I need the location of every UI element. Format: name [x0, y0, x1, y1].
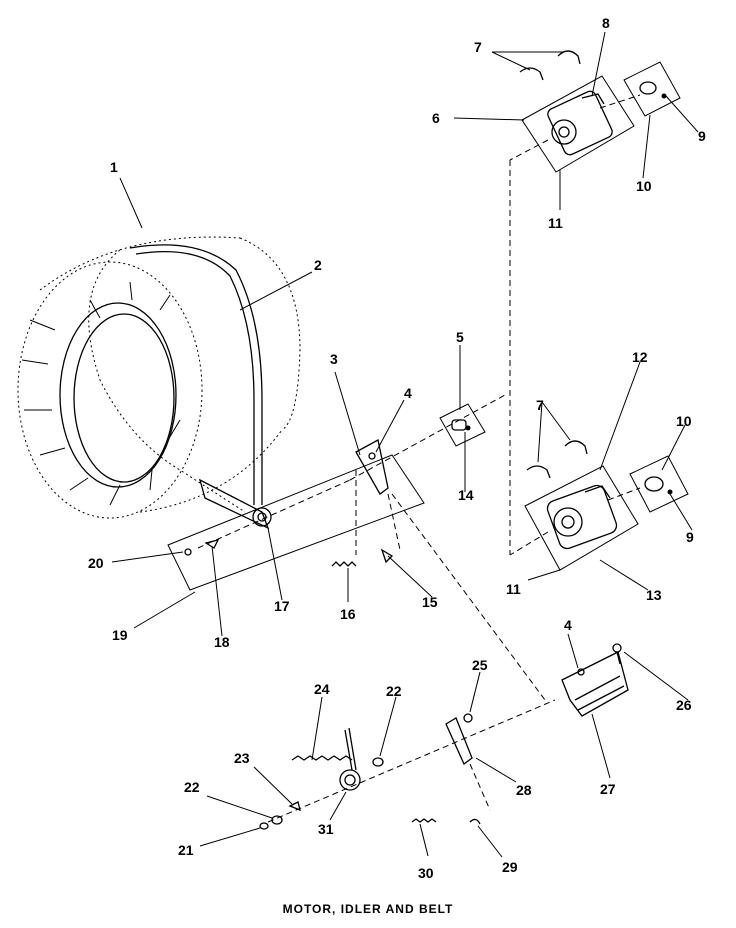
- callout-7-lower: 7: [536, 397, 544, 413]
- motor-top: [509, 50, 641, 555]
- callout-25: 25: [472, 657, 488, 673]
- clip-18: [204, 539, 220, 549]
- drum: [17, 236, 301, 519]
- screw-20: [184, 548, 192, 556]
- callout-4-lower: 4: [564, 617, 572, 633]
- callout-20: 20: [88, 555, 104, 571]
- callout-16: 16: [340, 606, 356, 622]
- callout-5: 5: [456, 329, 464, 345]
- pulley-5: [439, 403, 486, 447]
- callout-31: 31: [318, 821, 334, 837]
- base-plate-19: [167, 394, 506, 591]
- callout-8: 8: [602, 15, 610, 31]
- callout-14: 14: [458, 487, 474, 503]
- callout-3: 3: [330, 351, 338, 367]
- callout-18: 18: [214, 634, 230, 650]
- callout-26: 26: [676, 697, 692, 713]
- pulley-10-bottom: [629, 455, 689, 513]
- callout-19: 19: [112, 627, 128, 643]
- callout-11: 11: [548, 215, 563, 231]
- callout-30: 30: [418, 865, 434, 881]
- callout-10: 10: [636, 178, 652, 194]
- callout-11-lower: 11: [506, 581, 521, 597]
- bracket-3: [355, 439, 401, 555]
- callout-9-lower: 9: [686, 529, 694, 545]
- callout-15: 15: [422, 594, 438, 610]
- callout-13: 13: [646, 587, 662, 603]
- pulley-10-top: [623, 61, 681, 117]
- callout-7: 7: [474, 39, 482, 55]
- spring-16: [331, 561, 357, 567]
- callout-1: 1: [110, 159, 118, 175]
- callout-24: 24: [314, 681, 330, 697]
- callout-17: 17: [274, 598, 290, 614]
- callout-9: 9: [698, 128, 706, 144]
- callout-6: 6: [432, 110, 440, 126]
- callout-23: 23: [234, 750, 250, 766]
- leader-lines: [111, 31, 699, 858]
- idler-assembly: [259, 643, 629, 830]
- callout-21: 21: [178, 842, 194, 858]
- callout-28: 28: [516, 782, 532, 798]
- callout-29: 29: [502, 859, 518, 875]
- callout-22-upper: 22: [386, 683, 402, 699]
- callout-labels: 1 2 3 4 5 6 7 8 9 10 11 12 13 14 15 16 1…: [88, 15, 706, 881]
- pin-15: [380, 548, 394, 564]
- diagram-caption: MOTOR, IDLER AND BELT: [283, 902, 454, 916]
- callout-27: 27: [600, 781, 616, 797]
- callout-12: 12: [632, 349, 648, 365]
- callout-2: 2: [314, 257, 322, 273]
- callout-4: 4: [404, 385, 412, 401]
- callout-22-lower: 22: [184, 779, 200, 795]
- motor-bottom: [509, 440, 641, 571]
- callout-10-lower: 10: [676, 413, 692, 429]
